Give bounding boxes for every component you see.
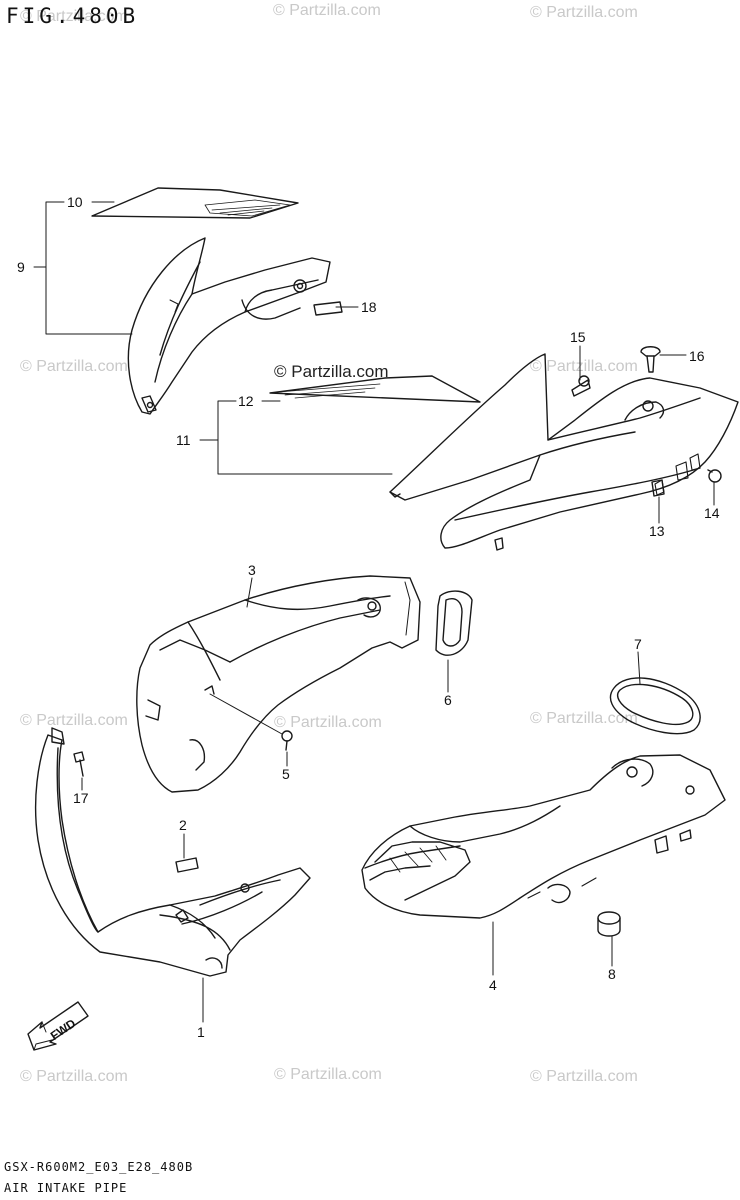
part-label-14: 14 [704, 505, 720, 521]
watermark: © Partzilla.com [20, 8, 128, 25]
part-label-13: 13 [649, 523, 665, 539]
part-5-screw [281, 730, 293, 751]
part-8-grommet [597, 911, 621, 937]
watermark: © Partzilla.com [273, 2, 381, 19]
leader-lines [33, 201, 715, 1023]
part-1-lower-cowl [34, 727, 311, 977]
part-3-air-duct [136, 575, 421, 793]
part-label-5: 5 [282, 766, 290, 782]
watermark: © Partzilla.com [530, 1068, 638, 1085]
part-7-ring-seal [609, 677, 701, 735]
part-label-7: 7 [634, 636, 642, 652]
watermark: © Partzilla.com [20, 1068, 128, 1085]
part-label-2: 2 [179, 817, 187, 833]
part-label-16: 16 [689, 348, 705, 364]
figure-title: FIG.480B [6, 4, 140, 28]
part-17-screw [73, 751, 85, 777]
watermark: © Partzilla.com [274, 362, 389, 381]
watermark: © Partzilla.com [530, 4, 638, 21]
part-label-8: 8 [608, 966, 616, 982]
part-15-screw [571, 375, 591, 397]
forward-arrow-icon: FWD [27, 1001, 89, 1051]
watermark: © Partzilla.com [274, 714, 382, 731]
part-label-6: 6 [444, 692, 452, 708]
watermark: © Partzilla.com [274, 1066, 382, 1083]
part-label-10: 10 [67, 194, 83, 210]
part-label-3: 3 [248, 562, 256, 578]
part-16-rivet [640, 346, 661, 373]
part-9-side-cowl [127, 237, 331, 415]
part-label-15: 15 [570, 329, 586, 345]
part-2-label [175, 857, 199, 873]
watermark: © Partzilla.com [20, 712, 128, 729]
part-label-9: 9 [17, 259, 25, 275]
figure-code: GSX-R600M2_E03_E28_480B [4, 1160, 194, 1174]
watermark: © Partzilla.com [20, 358, 128, 375]
part-12-panel [269, 375, 481, 403]
part-label-12: 12 [238, 393, 254, 409]
figure-name: AIR INTAKE PIPE [4, 1181, 128, 1195]
part-label-11: 11 [176, 432, 191, 448]
part-10-panel [91, 187, 299, 219]
part-4-air-duct [361, 754, 726, 919]
part-label-18: 18 [361, 299, 377, 315]
part-18-label-sticker [313, 301, 343, 316]
part-6-seal [435, 590, 473, 656]
watermark: © Partzilla.com [530, 358, 638, 375]
watermark: © Partzilla.com [530, 710, 638, 727]
part-label-4: 4 [489, 977, 497, 993]
part-11-fairing [389, 353, 739, 551]
part-number-labels: 1 2 3 4 5 6 7 8 9 10 11 12 13 14 15 16 1… [17, 194, 720, 1040]
part-14-screw [707, 469, 722, 483]
part-label-17: 17 [73, 790, 89, 806]
part-13-clip [651, 479, 665, 497]
part-label-1: 1 [197, 1024, 205, 1040]
